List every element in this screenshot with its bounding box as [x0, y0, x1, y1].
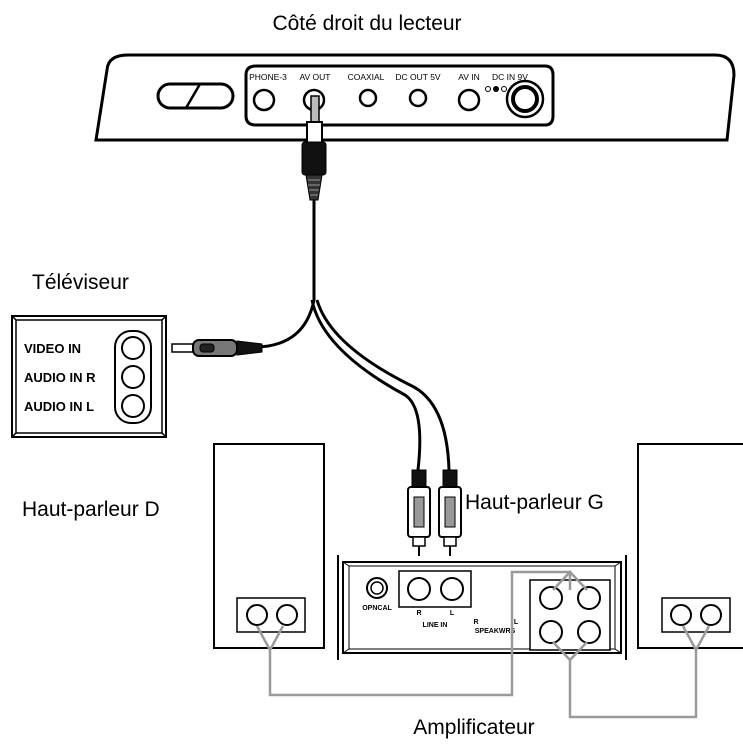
amp-spk-r-label: R [473, 619, 478, 626]
port-label-av-out: AV OUT [299, 72, 330, 82]
amp-speaker-terminal-1[interactable] [539, 586, 563, 610]
rca-plug-right [407, 469, 431, 556]
player-side-label: Côté droit du lecteur [272, 12, 461, 35]
port-label-coaxial: COAXIAL [348, 72, 385, 82]
tv-video-in-label: VIDEO IN [24, 341, 81, 356]
rca-plug-left [438, 469, 462, 556]
dc-out-jack[interactable] [408, 88, 428, 108]
tv-video-plug [171, 339, 263, 357]
amp-line-in-r-jack[interactable] [407, 577, 431, 601]
port-label-phone: PHONE-3 [249, 72, 287, 82]
speaker-right-label: Haut-parleur D [22, 498, 160, 521]
av-in-jack[interactable] [457, 88, 481, 112]
phone-jack[interactable] [252, 88, 276, 112]
speaker-right-box [213, 443, 325, 649]
tv-audio-l-label: AUDIO IN L [24, 399, 94, 414]
speaker-left-terminal-1[interactable] [670, 604, 692, 626]
speaker-right-terminal-2[interactable] [276, 604, 298, 626]
speaker-left-label: Haut-parleur G [465, 491, 604, 514]
amp-line-r-label: R [416, 610, 421, 617]
amp-line-in-l-jack[interactable] [440, 577, 464, 601]
amplifier-label: Amplificateur [413, 716, 534, 739]
amp-spk-l-label: L [514, 619, 519, 626]
dc-in-jack[interactable] [505, 79, 545, 119]
speaker-left-terminal-2[interactable] [700, 604, 722, 626]
player-port-panel [244, 64, 555, 127]
amplifier-side-rails [337, 555, 627, 660]
player-slider [156, 82, 235, 110]
speaker-right-terminal-1[interactable] [246, 604, 268, 626]
tv-audio-r-jack[interactable] [121, 365, 145, 389]
av-cable-plug [301, 95, 327, 201]
port-label-av-in: AV IN [458, 72, 480, 82]
amp-line-in-label: LINE IN [423, 622, 448, 629]
amp-speaker-terminal-4[interactable] [577, 620, 601, 644]
amp-speaker-terminal-2[interactable] [577, 586, 601, 610]
tv-audio-l-jack[interactable] [121, 394, 145, 418]
amp-opncal-label: OPNCAL [362, 605, 392, 612]
amp-speaker-terminal-3[interactable] [539, 620, 563, 644]
tv-label: Téléviseur [32, 271, 129, 294]
speaker-wires [255, 570, 711, 719]
tv-video-jack[interactable] [121, 336, 145, 360]
tv-audio-r-label: AUDIO IN R [24, 370, 96, 385]
amp-opncal-jack[interactable] [366, 577, 388, 599]
amp-line-l-label: L [450, 610, 455, 617]
port-label-dc-in: DC IN 9V [492, 72, 528, 82]
port-label-dc-out: DC OUT 5V [395, 72, 441, 82]
coaxial-jack[interactable] [358, 88, 378, 108]
av-cable [257, 200, 451, 471]
amp-speakers-label: SPEAKWRS [475, 628, 516, 635]
polarity-icon [485, 86, 507, 92]
